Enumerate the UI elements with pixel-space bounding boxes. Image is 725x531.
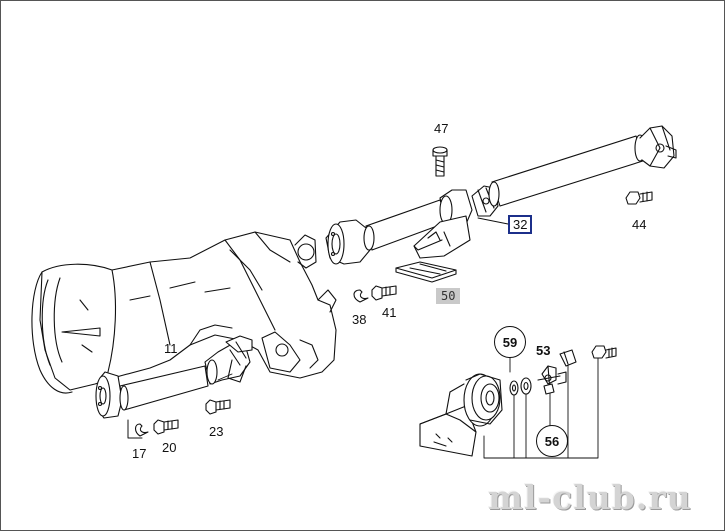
transmission-housing <box>31 231 337 394</box>
part-label-47: 47 <box>434 121 449 136</box>
part-label-53: 53 <box>536 343 551 358</box>
part-label-41: 41 <box>382 305 397 320</box>
clip-17 <box>127 419 149 439</box>
clip-38 <box>353 289 369 303</box>
bolt-23 <box>205 399 231 415</box>
part-label-20: 20 <box>162 440 177 455</box>
part-label-56: 56 <box>536 425 568 457</box>
mounting-pad <box>395 261 457 283</box>
part-label-11: 11 <box>164 341 178 356</box>
bolt-47 <box>432 146 448 177</box>
part-label-50: 50 <box>436 288 461 304</box>
part-label-17: 17 <box>132 446 147 461</box>
bolt-20 <box>153 419 179 435</box>
bolt-41 <box>371 285 397 301</box>
front-drive-shaft <box>95 335 253 419</box>
part-label-32[interactable]: 32 <box>508 215 533 234</box>
watermark: ml-club.ru <box>488 478 692 517</box>
rear-drive-shaft <box>325 125 677 265</box>
leader-lines <box>217 217 599 459</box>
part-label-44: 44 <box>632 217 647 232</box>
part-label-38: 38 <box>352 312 367 327</box>
center-bearing-detail <box>419 345 617 457</box>
bolt-44 <box>625 191 653 205</box>
part-label-23: 23 <box>209 424 224 439</box>
center-bearing-bracket <box>413 215 471 259</box>
part-label-59: 59 <box>494 326 526 358</box>
